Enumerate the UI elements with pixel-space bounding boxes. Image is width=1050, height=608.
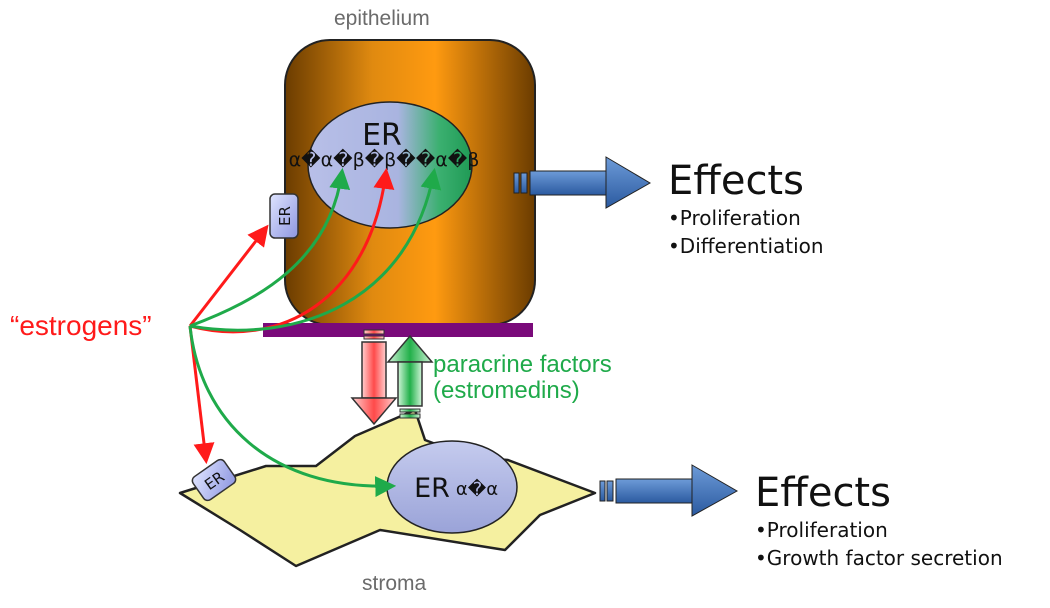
stromal-nucleus-subunits: α�α xyxy=(456,478,498,500)
effects-bottom-title: Effects xyxy=(755,470,891,516)
effects-bottom-arrow xyxy=(599,464,739,517)
effects-top: Effects •Proliferation •Differentiation xyxy=(668,158,824,260)
stromal-nucleus-er-label: ER xyxy=(414,473,450,504)
red-arrow-to-epithelial-receptor xyxy=(188,224,269,327)
effects-bottom-item: •Growth factor secretion xyxy=(755,546,1003,570)
green-arrow-to-stromal-nucleus xyxy=(188,325,397,498)
stroma-label: stroma xyxy=(362,572,427,595)
green-up-arrow xyxy=(386,334,434,419)
epithelial-nucleus-subunits: α�α�β�β��α�β xyxy=(289,148,480,171)
red-arrow-to-er-beta xyxy=(189,167,395,334)
green-arrow-to-er-alpha-beta xyxy=(189,167,442,332)
paracrine-factors-label: paracrine factors (estromedins) xyxy=(433,352,612,404)
estrogens-label: “estrogens” xyxy=(10,310,152,341)
effects-bottom: Effects •Proliferation •Growth factor se… xyxy=(755,470,1003,572)
effects-top-title: Effects xyxy=(668,158,804,204)
effects-top-item: •Proliferation xyxy=(668,206,801,230)
red-down-arrow xyxy=(350,329,398,426)
epithelial-nucleus xyxy=(307,101,473,229)
epithelial-membrane-receptor: ER xyxy=(269,193,299,239)
paracrine-line-1: paracrine factors xyxy=(433,351,612,378)
effects-bottom-item: •Proliferation xyxy=(755,518,888,542)
paracrine-line-2: (estromedins) xyxy=(433,377,580,404)
effects-top-item: •Differentiation xyxy=(668,234,824,258)
epithelial-receptor-label: ER xyxy=(276,206,294,226)
green-arrow-to-er-alpha xyxy=(189,167,351,328)
stromal-membrane-receptor: ER xyxy=(191,458,237,502)
estrogen-arrows xyxy=(188,167,442,498)
basement-membrane xyxy=(263,323,533,337)
epithelium-label: epithelium xyxy=(334,7,430,30)
epithelial-nucleus-er-label: ER xyxy=(362,118,402,153)
effects-top-arrow xyxy=(513,156,651,209)
